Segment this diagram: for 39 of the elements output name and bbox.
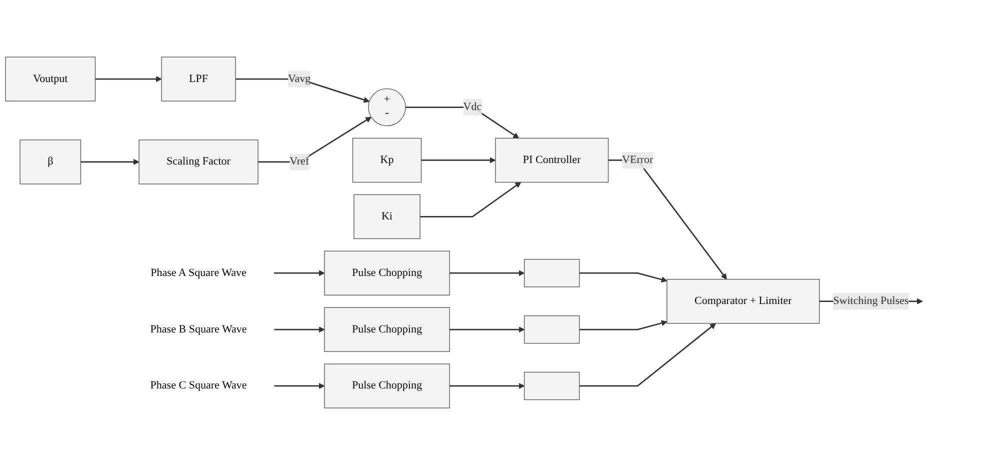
node-box: β	[20, 140, 82, 184]
arrow	[274, 382, 325, 389]
node-box: Ki	[354, 194, 420, 240]
node-box	[524, 315, 580, 344]
node-box: Scaling Factor	[138, 140, 258, 184]
node-box	[524, 372, 580, 400]
arrow	[80, 158, 140, 165]
arrow	[274, 270, 325, 276]
arrow	[236, 78, 370, 103]
arrow	[579, 323, 716, 387]
arrow	[95, 76, 162, 82]
node-box: PI Controller	[495, 138, 609, 183]
edge-label: VError	[622, 154, 654, 166]
edge-label: Switching Pulses	[833, 295, 909, 307]
node-box: Kp	[352, 138, 422, 183]
node-text: Phase C Square Wave	[150, 380, 247, 392]
node-box	[524, 259, 580, 288]
arrow	[274, 326, 325, 333]
arrow	[579, 320, 668, 330]
edge-label: Vavg	[288, 72, 311, 85]
arrow	[450, 326, 525, 333]
node-text: Phase A Square Wave	[150, 266, 246, 279]
edge-label: Vref	[290, 156, 310, 168]
node-box: Comparator + Limiter	[666, 278, 820, 324]
edge-label: Vdc	[463, 101, 482, 113]
node-box: LPF	[161, 56, 236, 102]
arrow	[450, 270, 525, 276]
node-box: Voutput	[5, 56, 96, 102]
node-circle: + -	[368, 88, 406, 126]
node-box: Pulse Chopping	[324, 364, 450, 408]
node-text: Phase B Square Wave	[150, 323, 247, 336]
node-box: Pulse Chopping	[324, 250, 450, 296]
arrow	[421, 157, 496, 164]
arrow	[258, 116, 372, 163]
arrow	[450, 382, 525, 389]
node-box: Pulse Chopping	[324, 307, 450, 352]
arrow	[420, 182, 522, 218]
arrow	[406, 106, 520, 138]
arrow	[579, 272, 668, 282]
